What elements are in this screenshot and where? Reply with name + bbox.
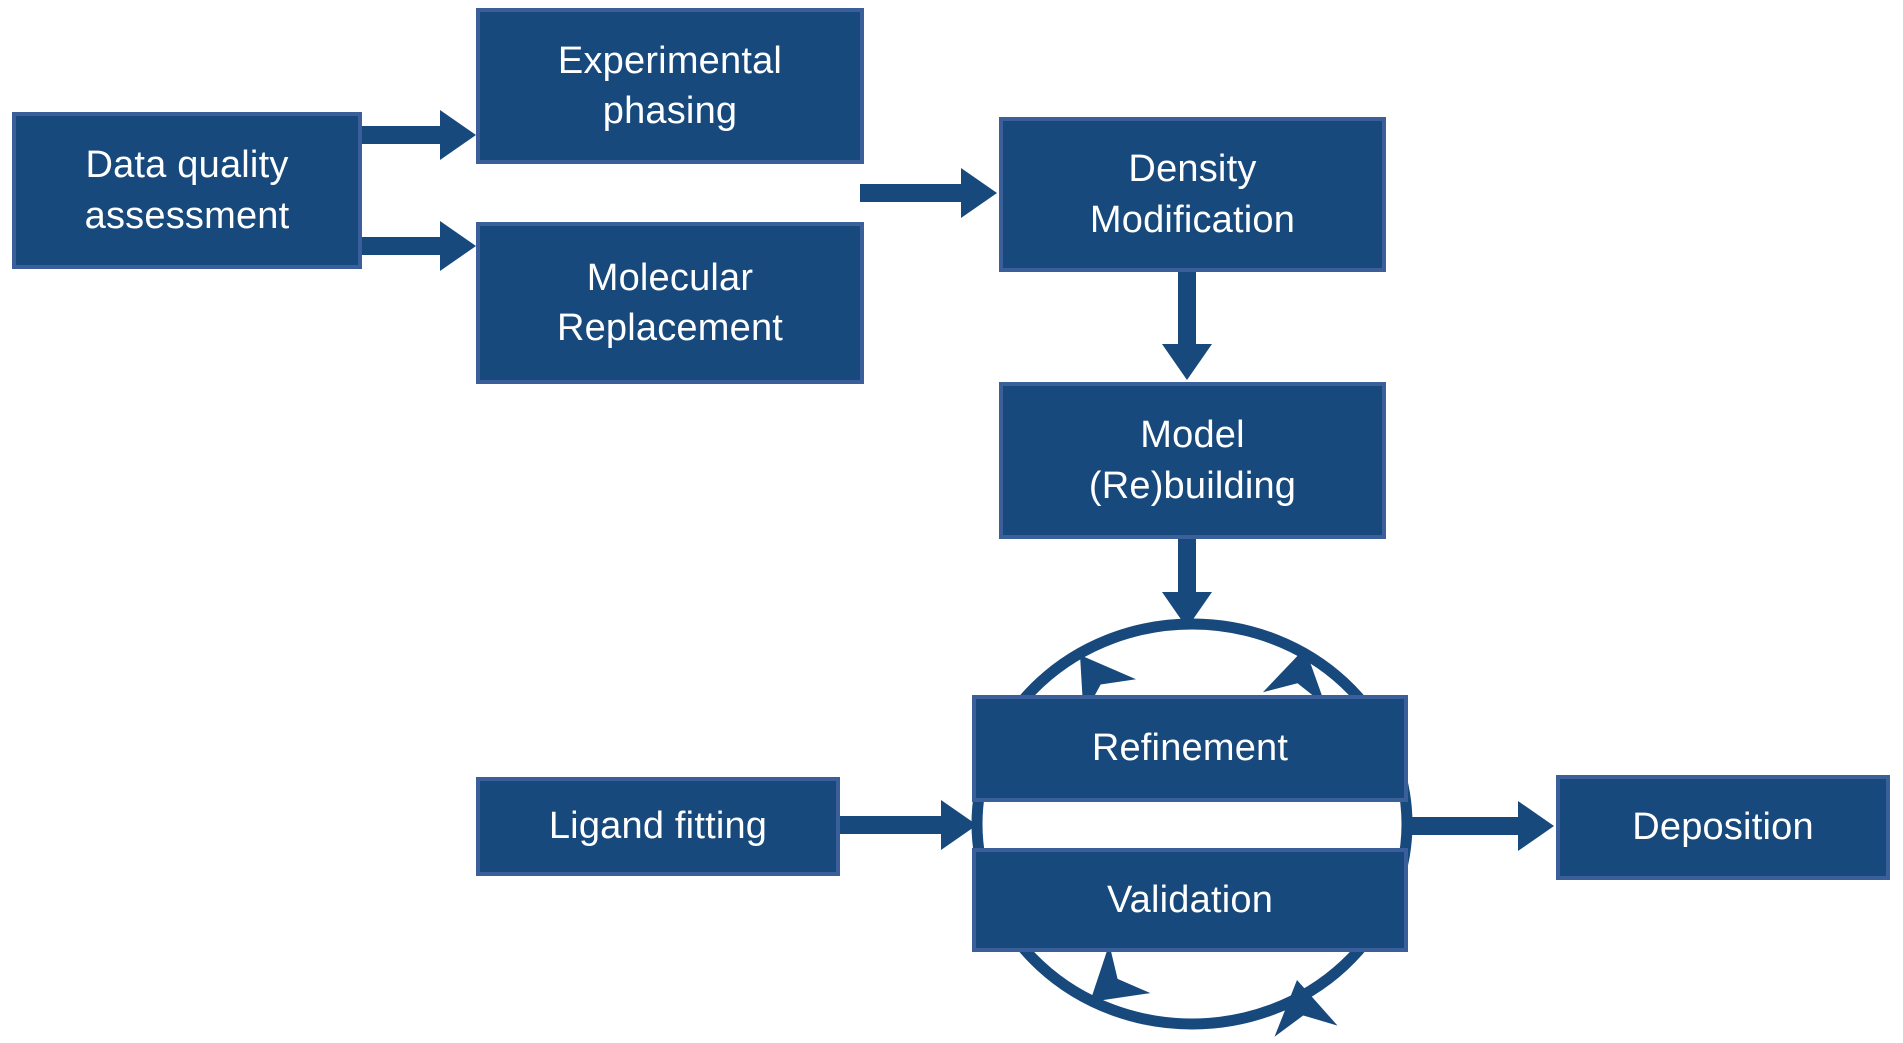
node-deposition-label: Deposition <box>1632 806 1814 849</box>
arrow-cycle-to-deposition <box>1405 801 1554 851</box>
node-validation: Validation <box>972 848 1408 952</box>
node-model-rebuilding-label: Model (Re)building <box>1088 414 1297 507</box>
cycle-arrowhead-top-left <box>1080 655 1137 716</box>
arrow-phasing-mr-to-density-modification <box>860 168 997 218</box>
node-model-rebuilding: Model (Re)building <box>999 382 1386 539</box>
node-data-quality-assessment-label: Data quality assessment <box>84 144 290 237</box>
node-density-modification-label: Density Modification <box>1089 148 1296 241</box>
arrow-model-rebuilding-to-cycle <box>1162 535 1212 628</box>
arrow-data-quality-to-molecular-replacement <box>358 221 476 271</box>
cycle-arrowhead-top-right <box>1262 648 1326 706</box>
node-experimental-phasing: Experimental phasing <box>476 8 864 164</box>
node-refinement-label: Refinement <box>1091 727 1289 770</box>
node-ligand-fitting: Ligand fitting <box>476 777 840 876</box>
refinement-validation-cycle-circle <box>971 618 1413 1030</box>
node-molecular-replacement-label: Molecular Replacement <box>556 256 784 349</box>
arrow-density-modification-to-model-rebuilding <box>1162 268 1212 380</box>
cycle-arrowhead-bottom-right <box>1274 980 1338 1037</box>
node-molecular-replacement: Molecular Replacement <box>476 222 864 384</box>
node-data-quality-assessment: Data quality assessment <box>12 112 362 269</box>
arrow-data-quality-to-experimental-phasing <box>358 110 476 160</box>
node-ligand-fitting-label: Ligand fitting <box>548 805 768 848</box>
node-experimental-phasing-label: Experimental phasing <box>557 39 783 132</box>
arrow-ligand-fitting-to-cycle <box>836 800 977 850</box>
node-validation-label: Validation <box>1106 878 1274 921</box>
node-density-modification: Density Modification <box>999 117 1386 272</box>
node-deposition: Deposition <box>1556 775 1890 880</box>
node-refinement: Refinement <box>972 695 1408 802</box>
cycle-arrowhead-bottom-left <box>1090 944 1151 1002</box>
